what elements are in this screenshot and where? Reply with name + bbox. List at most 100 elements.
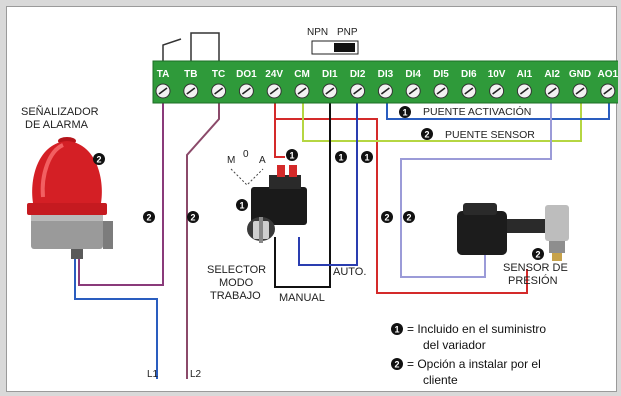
legend-optional-line2: cliente <box>423 373 458 387</box>
activation-bridge-text: PUENTE ACTIVACIÓN <box>423 105 531 118</box>
terminal-label-di1: DI1 <box>322 69 338 80</box>
terminal-screw-ai2[interactable] <box>544 83 560 99</box>
terminal-screw-cm[interactable] <box>294 83 310 99</box>
terminal-label-cm: CM <box>294 69 310 80</box>
auto-label: AUTO. <box>333 266 366 278</box>
manual-label: MANUAL <box>279 292 325 304</box>
svg-text:2: 2 <box>394 360 399 370</box>
svg-text:1: 1 <box>239 201 244 211</box>
alarm-beacon <box>27 137 113 259</box>
wire-activation-bridge <box>386 99 610 120</box>
terminal-label-ta: TA <box>157 69 170 80</box>
terminal-screw-di6[interactable] <box>461 83 477 99</box>
terminal-screw-di4[interactable] <box>405 83 421 99</box>
svg-text:1: 1 <box>338 153 343 163</box>
legend-item-included: 1 = Incluido en el suministro del variad… <box>391 322 546 352</box>
pressure-sensor <box>457 203 569 261</box>
terminal-label-do1: DO1 <box>236 69 257 80</box>
alarm-title-line1: SEÑALIZADOR <box>21 105 99 118</box>
marker-tc-wire: 2 <box>187 211 199 223</box>
sensor-bridge-text: PUENTE SENSOR <box>445 129 535 141</box>
wire-24v-red <box>274 99 528 294</box>
svg-text:M: M <box>227 155 235 166</box>
terminal-label-ai2: AI2 <box>544 69 560 80</box>
terminal-screw-10v[interactable] <box>489 83 505 99</box>
sensor-bridge-label: 2 PUENTE SENSOR <box>421 128 535 141</box>
terminal-label-gnd: GND <box>569 69 591 80</box>
selector-title-line2: MODO <box>219 277 254 289</box>
marker-di2-wire: 1 <box>361 151 373 163</box>
legend: 1 = Incluido en el suministro del variad… <box>391 322 546 387</box>
wire-di1 <box>274 99 331 288</box>
wire-l1 <box>74 259 158 379</box>
svg-text:1: 1 <box>402 108 407 118</box>
terminal-label-di6: DI6 <box>461 69 477 80</box>
svg-text:A: A <box>259 155 266 166</box>
terminal-screw-gnd[interactable] <box>572 83 588 99</box>
wire-ta <box>78 99 164 286</box>
terminal-label-di4: DI4 <box>405 69 421 80</box>
terminal-label-tc: TC <box>212 69 225 80</box>
legend-included-line2: del variador <box>423 338 486 352</box>
alarm-title-line2: DE ALARMA <box>25 119 89 131</box>
selector-marker-left: 1 <box>236 199 248 211</box>
marker-di1-wire: 1 <box>335 151 347 163</box>
activation-bridge-label: 1 PUENTE ACTIVACIÓN <box>399 105 531 118</box>
selector-marker-top: 1 <box>286 149 298 161</box>
terminal-label-tb: TB <box>184 69 197 80</box>
supply-l1: L1 <box>147 369 159 380</box>
relay-contact <box>162 32 220 63</box>
svg-text:2: 2 <box>96 155 101 165</box>
terminal-screw-di1[interactable] <box>322 83 338 99</box>
marker-sensor-wire: 2 <box>403 211 415 223</box>
terminal-screw-ai1[interactable] <box>516 83 532 99</box>
terminal-screw-24v[interactable] <box>266 83 282 99</box>
terminal-screw-tc[interactable] <box>211 83 227 99</box>
terminal-screw-di2[interactable] <box>350 83 366 99</box>
legend-optional-line1: = Opción a instalar por el <box>407 357 541 371</box>
wire-24v-selector <box>274 119 285 158</box>
svg-text:2: 2 <box>190 213 195 223</box>
terminal-screw-ao1[interactable] <box>600 83 616 99</box>
terminal-label-di2: DI2 <box>350 69 366 80</box>
marker-red-wire: 2 <box>381 211 393 223</box>
terminal-label-ao1: AO1 <box>598 69 618 80</box>
legend-included-line1: = Incluido en el suministro <box>407 322 546 336</box>
legend-item-optional: 2 = Opción a instalar por el cliente <box>391 357 541 387</box>
selector-switch[interactable] <box>247 165 307 243</box>
svg-text:1: 1 <box>394 325 399 335</box>
svg-text:2: 2 <box>384 213 389 223</box>
sensor-title-line2: PRESIÓN <box>508 274 558 287</box>
svg-text:1: 1 <box>364 153 369 163</box>
terminal-screw-do1[interactable] <box>238 83 254 99</box>
terminal-label-di3: DI3 <box>378 69 394 80</box>
wire-tc <box>186 99 220 379</box>
terminal-screw-tb[interactable] <box>183 83 199 99</box>
terminal-screw-di3[interactable] <box>377 83 393 99</box>
alarm-marker: 2 <box>93 153 105 165</box>
terminal-label-10v: 10V <box>488 69 506 80</box>
npn-pnp-switch[interactable] <box>311 40 359 55</box>
terminal-screw-di5[interactable] <box>433 83 449 99</box>
marker-ta-wire: 2 <box>143 211 155 223</box>
svg-text:2: 2 <box>406 213 411 223</box>
svg-text:0: 0 <box>243 149 249 160</box>
terminal-screw-ta[interactable] <box>155 83 171 99</box>
terminal-label-di5: DI5 <box>433 69 449 80</box>
selector-title-line1: SELECTOR <box>207 264 266 276</box>
supply-l2: L2 <box>190 369 202 380</box>
pnp-label: PNP <box>337 27 358 38</box>
selector-title-line3: TRABAJO <box>210 290 261 302</box>
selector-positions: M 0 A <box>227 149 266 186</box>
wire-ai2 <box>400 99 552 278</box>
sensor-title-line1: SENSOR DE <box>503 262 568 274</box>
sensor-marker: 2 <box>532 248 544 260</box>
svg-text:1: 1 <box>289 151 294 161</box>
wire-di2 <box>298 99 358 266</box>
npn-label: NPN <box>307 27 328 38</box>
svg-text:2: 2 <box>146 213 151 223</box>
